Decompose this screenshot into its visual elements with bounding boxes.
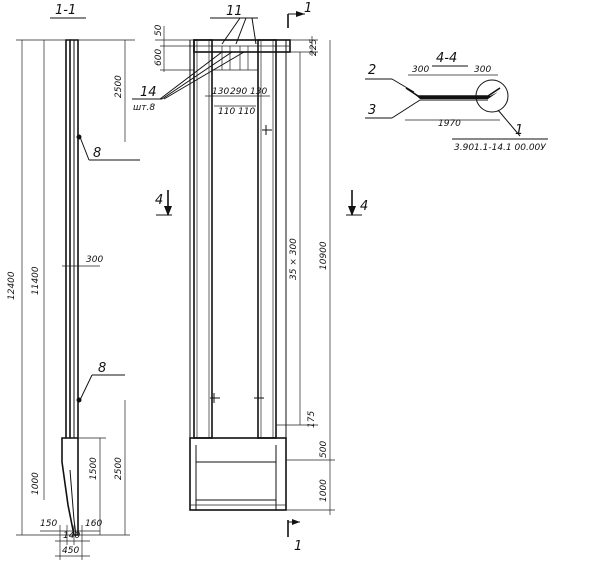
callout-8-top: 8 (93, 146, 101, 161)
dim-290: 290 (230, 87, 247, 97)
dim-1970: 1970 (438, 119, 461, 129)
cross-section-profile (405, 87, 501, 97)
section-1-1: 1-1 12400 11400 1000 2500 8 300 8 (7, 3, 140, 560)
callout-1: 1 (515, 123, 523, 138)
column-foot (61, 437, 79, 536)
base-block (189, 437, 287, 511)
dim-2500-top: 2500 (114, 75, 124, 98)
dim-12400: 12400 (7, 271, 17, 300)
callout-14-qty: шт.8 (133, 103, 155, 113)
section-mark-1-top: 1 (304, 1, 312, 16)
dim-225: 225 (309, 39, 319, 56)
dim-500: 500 (319, 441, 329, 458)
dim-1000-left: 1000 (31, 472, 41, 495)
dim-110a: 110 (218, 107, 235, 117)
column-profile (65, 39, 71, 439)
dim-1000: 1000 (319, 479, 329, 502)
section-4-4-title: 4-4 (436, 51, 457, 66)
dim-50: 50 (154, 24, 164, 36)
dim-600: 600 (154, 49, 164, 66)
dim-11400: 11400 (31, 266, 41, 295)
dim-300-right: 300 (474, 65, 491, 75)
dim-2500-bot: 2500 (114, 457, 124, 480)
dim-10900: 10900 (319, 241, 329, 270)
dim-160: 160 (85, 519, 102, 529)
section-mark-4-right: 4 (360, 199, 368, 214)
dim-130a: 130 (212, 87, 229, 97)
callout-11: 11 (226, 4, 243, 19)
callout-2: 2 (368, 63, 376, 78)
dim-150: 150 (40, 519, 57, 529)
dim-110b: 110 (238, 107, 255, 117)
callout-8-bot: 8 (98, 361, 106, 376)
dim-300-left: 300 (412, 65, 429, 75)
callout-14: 14 (140, 85, 157, 100)
section-mark-4-left: 4 (155, 193, 163, 208)
dim-130b: 130 (250, 87, 267, 97)
callout-3: 3 (368, 103, 376, 118)
elevation-view: 11 1 50 600 225 (132, 1, 368, 554)
dim-175: 175 (307, 411, 317, 428)
dim-1500: 1500 (89, 457, 99, 480)
reference-code: 3.901.1-14.1 00.00У (454, 143, 546, 153)
dim-450: 450 (62, 546, 79, 556)
section-1-1-title: 1-1 (55, 3, 76, 18)
section-4-4: 4-4 300 300 2 3 1970 1 3.901.1-14.1 00.0… (365, 51, 548, 153)
section-mark-1-bot: 1 (294, 539, 302, 554)
dim-300: 300 (86, 255, 103, 265)
dim-140: 140 (63, 531, 80, 541)
dim-35x300: 35 × 300 (289, 238, 299, 280)
